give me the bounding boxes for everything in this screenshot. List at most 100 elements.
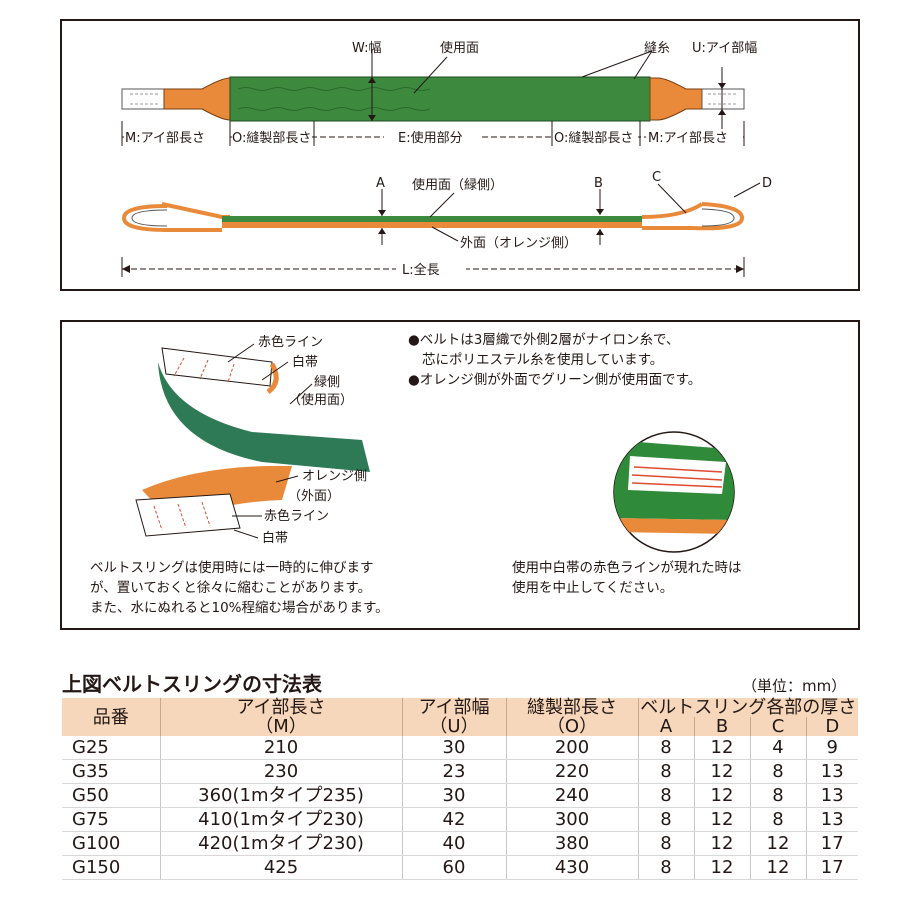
cell-b: 12 [694,736,751,760]
cell-eye-width: 40 [402,831,507,856]
table-row: G35 230 23 220 8 12 8 13 [62,759,858,784]
cell-code: G25 [62,736,161,760]
label-outer-face: 外面（オレンジ側） [460,236,577,251]
cell-eye-length: 210 [160,736,403,760]
cell-code: G100 [62,831,161,856]
label-sewn-length-left: O:縫製部長さ [232,131,311,146]
sling-diagram-svg: W:幅 使用面 縫糸 U:アイ部幅 M:アイ部長さ O:縫製部長さ E:使用部分… [121,40,772,278]
cell-eye-length: 425 [160,855,403,880]
white-band-bottom [135,493,241,537]
sling-dimension-diagram: W:幅 使用面 縫糸 U:アイ部幅 M:アイ部長さ O:縫製部長さ E:使用部分… [60,19,860,291]
cell-sewn-length: 240 [506,783,639,808]
cell-a: 8 [638,783,695,808]
label-eye-length-right: M:アイ部長さ [648,131,728,146]
cell-eye-width: 30 [402,783,507,808]
header-sewn-length: 縫製部長さ [506,698,639,717]
structure-illustration-svg: 赤色ライン 白帯 緑側 （使用面） オレンジ側 （外面） 赤色ライン 白帯 [135,334,735,553]
label-use-part: E:使用部分 [398,130,463,146]
header-eye-length-sym: （M） [160,717,403,736]
note-left-line-2: が、置いておくと徐々に縮むことがあります。 [90,580,372,596]
cell-eye-length: 360(1mタイプ235) [160,783,403,808]
header-a: A [638,717,695,736]
cell-b: 12 [694,831,751,856]
table-row: G50 360(1mタイプ235) 30 240 8 12 8 13 [62,783,858,808]
cell-eye-width: 30 [402,736,507,760]
label-orange-side-outer: （外面） [288,489,340,504]
cell-d: 9 [806,736,858,760]
cell-c: 4 [750,736,807,760]
cell-c: 8 [750,783,807,808]
cell-a: 8 [638,736,695,760]
header-code: 品番 [62,698,161,736]
label-total-length: L:全長 [402,262,440,278]
table-row: G100 420(1mタイプ230) 40 380 8 12 12 17 [62,831,858,856]
label-b: B [594,176,603,191]
side-green-layer [222,216,642,222]
table-row: G25 210 30 200 8 12 4 9 [62,736,858,760]
header-eye-length: アイ部長さ [160,698,403,717]
left-eye-loop [121,204,222,232]
cell-a: 8 [638,831,695,856]
cell-a: 8 [638,807,695,832]
cell-a: 8 [638,855,695,880]
sling-structure-panel: 赤色ライン 白帯 緑側 （使用面） オレンジ側 （外面） 赤色ライン 白帯 ●ベ… [60,320,860,630]
cell-eye-width: 42 [402,807,507,832]
cell-d: 17 [806,855,858,880]
cell-eye-length: 230 [160,759,403,784]
header-c: C [750,717,807,736]
label-eye-length-left: M:アイ部長さ [125,131,205,146]
label-white-band-bottom: 白帯 [262,530,288,546]
cell-c: 12 [750,855,807,880]
cell-d: 17 [806,831,858,856]
cell-d: 13 [806,759,858,784]
label-eye-width: U:アイ部幅 [692,41,757,56]
header-b: B [694,717,751,736]
right-eye-orange [649,77,703,121]
header-d: D [806,717,858,736]
label-stitch: 縫糸 [644,41,670,56]
dimension-table: 品番 アイ部長さ アイ部幅 縫製部長さ ベルトスリング各部の厚さ （M） （U）… [62,698,858,880]
bullet-line-3: ●オレンジ側が外面でグリーン側が使用面です。 [408,372,702,388]
cell-code: G35 [62,759,161,784]
left-eye-orange [163,77,231,121]
label-white-band-top: 白帯 [292,354,318,370]
cell-c: 8 [750,807,807,832]
cell-b: 12 [694,783,751,808]
note-left-line-3: また、水にぬれると10%程縮む場合があります。 [90,600,389,616]
cell-c: 8 [750,759,807,784]
note-right-line-2: 使用を中止してください。 [512,580,674,596]
cell-code: G75 [62,807,161,832]
label-red-line-bottom: 赤色ライン [264,508,329,524]
side-orange-layer [222,222,642,228]
label-a: A [376,176,385,191]
label-width: W:幅 [352,41,381,56]
bullet-line-1: ●ベルトは3層織で外側2層がナイロン糸で、 [408,332,680,348]
label-use-face-green: 使用面（緑側） [412,177,503,193]
cell-d: 13 [806,783,858,808]
cell-code: G150 [62,855,161,880]
right-eye-loop [642,202,745,231]
label-sewn-length-right: O:縫製部長さ [554,131,633,146]
table-row: G150 425 60 430 8 12 12 17 [62,855,858,880]
cell-c: 12 [750,831,807,856]
cell-a: 8 [638,759,695,784]
green-belt [158,362,370,472]
header-sewn-length-sym: （O） [506,717,639,736]
label-orange-side: オレンジ側 [302,469,367,484]
cell-sewn-length: 220 [506,759,639,784]
table-title: 上図ベルトスリングの寸法表 [62,672,322,696]
cell-d: 13 [806,807,858,832]
header-thickness: ベルトスリング各部の厚さ [638,698,858,717]
label-d: D [762,176,772,191]
label-red-line-top: 赤色ライン [258,334,323,350]
cell-sewn-length: 300 [506,807,639,832]
header-eye-width-sym: （U） [402,717,507,736]
label-c: C [652,170,661,185]
label-green-side: 緑側 [314,375,340,390]
belt-green-body [229,76,651,122]
note-left-line-1: ベルトスリングは使用時には一時的に伸びます [90,560,374,576]
right-eye-white [701,88,745,110]
left-eye-white [121,88,165,110]
note-right-line-1: 使用中白帯の赤色ラインが現れた時は [512,560,742,576]
cell-sewn-length: 380 [506,831,639,856]
